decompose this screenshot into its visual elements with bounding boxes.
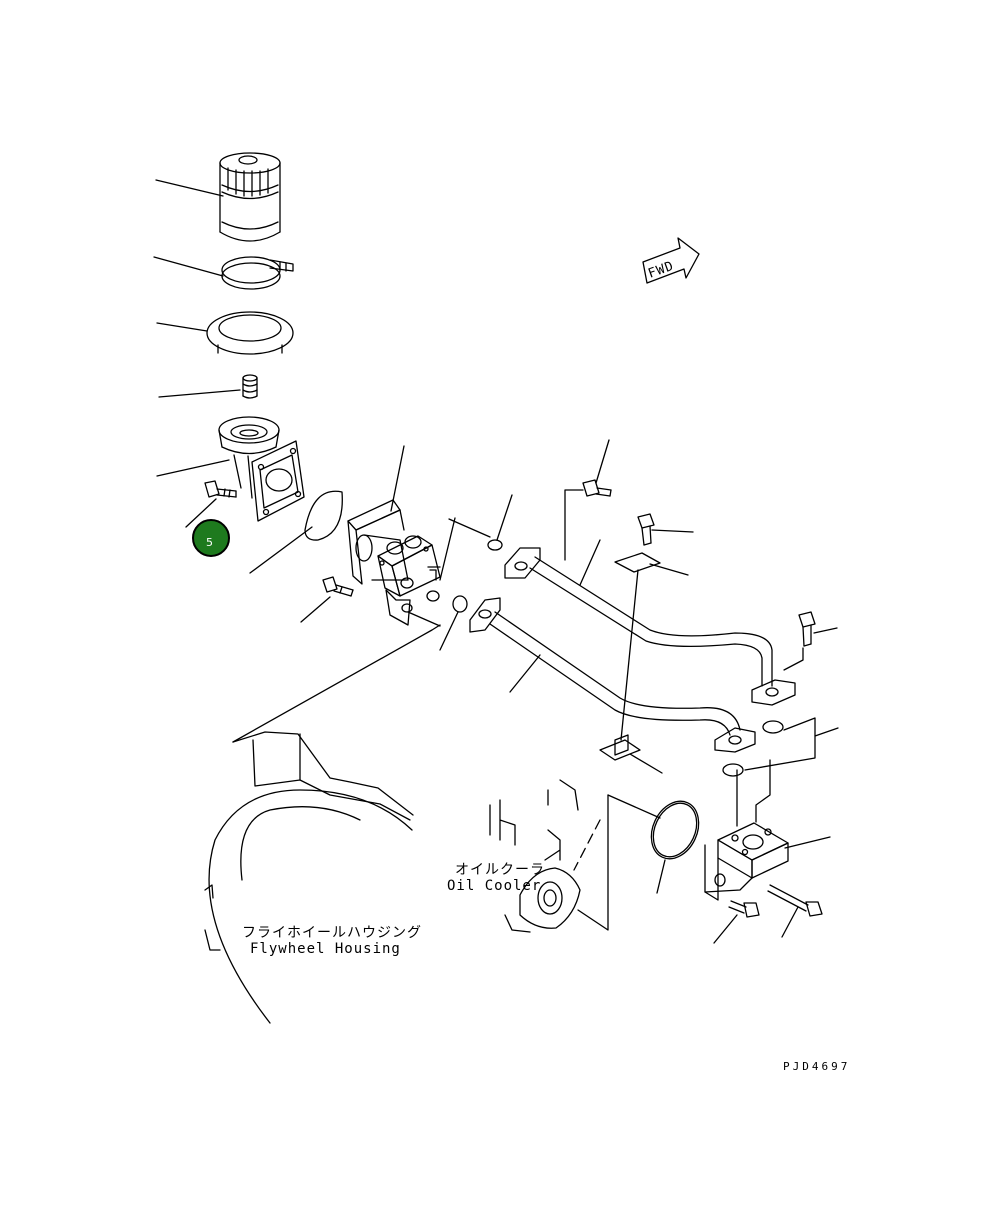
leader-oil-block-pipe [439,517,456,581]
nipple [242,374,258,399]
leader-bolt-top-pipe [595,439,610,484]
gasket-right-b [722,763,744,777]
bracket-connector-right [755,759,771,823]
leader-gasket [156,322,208,332]
upper-pipe [504,547,796,706]
bracket-o-ring-top [607,794,661,819]
leader-bolt-right-top [813,627,838,634]
leader-gasket-a [249,526,313,574]
leader-bolt-block [300,596,331,623]
flywheel-housing-label-jp: フライホイールハウジング [242,925,422,941]
leader-filter-head [156,459,230,477]
connector-bracket [704,822,789,901]
leader-filter [155,179,224,197]
oil-cooler-label-jp: オイルクーラ [455,862,545,878]
leader-clamp-lower [629,753,663,774]
oil-cooler-label-en: Oil Cooler [447,878,541,894]
leader-lower-pipe [509,654,541,693]
clamp-lower [599,734,641,761]
callout-badge-circle[interactable] [192,519,230,557]
bolt-right-top [798,611,816,647]
fwd-arrow-icon: FWD [642,237,700,284]
bracket-o-ring [577,794,609,931]
leader-clamp-plate-upper [649,563,689,576]
leader-bolt-short [713,914,738,944]
bolt-short [728,900,760,918]
leader-gasket-small-a [496,494,513,541]
leader-bolt-clamp [651,529,694,533]
clamp-rod [620,569,639,741]
bracket-bolt-right-top [783,647,804,671]
o-ring-large-inner [652,802,698,858]
flywheel-housing-label-en: Flywheel Housing [250,941,401,957]
bracket-flywheel-top [407,611,441,627]
bolt-block [322,576,354,597]
gasket-oval-a [304,490,343,541]
bolt-top-pipe [582,479,612,497]
oil-block [347,499,441,626]
leader-bolt-long [781,906,799,938]
filter-head [218,416,305,522]
gasket-small-a [487,539,503,551]
leader-upper-pipe [579,539,601,586]
flywheel-housing [204,731,414,1024]
callout-badge-number[interactable]: 5 [206,536,213,549]
lower-pipe [469,597,756,753]
callout-badge[interactable]: 5 [192,519,230,557]
leader-o-ring-large [656,859,666,894]
leader-band [153,256,224,277]
bracket-gasket-small-a [448,518,491,538]
leader-nipple [158,389,241,398]
gasket-right-a [762,720,784,734]
bracket-upper-pipe [564,489,584,561]
bolt-head-mount [204,480,237,498]
clamp-plate-upper [614,552,661,573]
o-ring-large [650,800,700,860]
band-ring [221,256,294,290]
bracket-flywheel [232,624,441,743]
oil-cooler [489,779,601,933]
bracket-gaskets-right-b [744,735,816,771]
leader-oil-block [390,445,405,512]
drawing-code: PJD4697 [783,1060,850,1073]
oil-filter [219,152,281,242]
leader-connector [784,836,831,849]
gasket-small-b [452,595,468,613]
leader-gasket-small-b [439,611,459,651]
bolt-long [767,884,823,917]
bracket-gaskets-right [783,717,839,737]
leader-bolt-5 [185,498,217,528]
gasket-ring [206,311,294,355]
bolt-clamp [637,513,655,546]
